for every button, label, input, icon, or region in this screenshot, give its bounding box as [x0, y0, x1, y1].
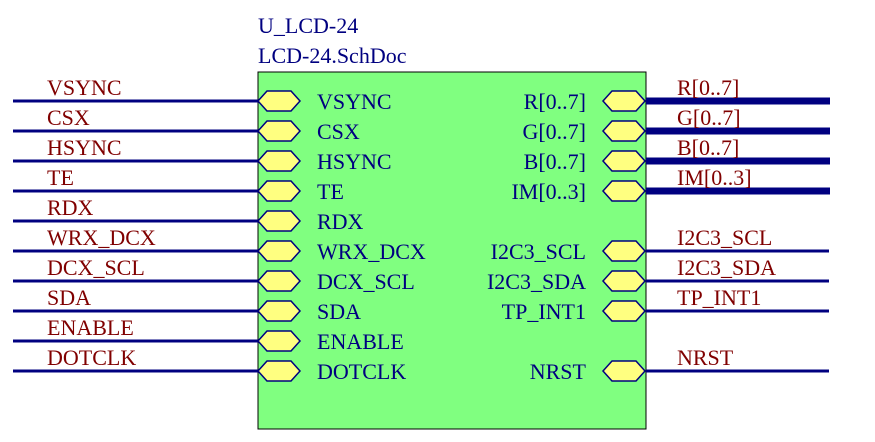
left-pin-label: HSYNC	[317, 149, 392, 174]
left-pin-label: WRX_DCX	[317, 239, 426, 264]
left-pin-port[interactable]	[256, 240, 302, 262]
left-net-label: SDA	[47, 285, 91, 310]
right-net-label: I2C3_SCL	[677, 225, 772, 250]
left-pin-label: RDX	[317, 209, 364, 234]
right-net-label: G[0..7]	[677, 105, 741, 130]
left-net-label: HSYNC	[47, 135, 122, 160]
left-pin-row: RDX RDX	[13, 195, 364, 234]
left-pin-port[interactable]	[256, 300, 302, 322]
left-pin-group: VSYNCVSYNCCSXCSXHSYNCHSYNCTETERDXRDXWRX_…	[13, 75, 426, 384]
left-pin-label: TE	[317, 179, 344, 204]
left-pin-label: ENABLE	[317, 329, 404, 354]
left-net-label: DCX_SCL	[47, 255, 145, 280]
left-pin-row: CSX CSX	[13, 105, 360, 144]
right-pin-label: IM[0..3]	[511, 179, 586, 204]
right-pin-port[interactable]	[601, 90, 647, 112]
left-pin-row: TE TE	[13, 165, 344, 204]
left-net-label: ENABLE	[47, 315, 134, 340]
left-net-label: VSYNC	[47, 75, 122, 100]
right-pin-port[interactable]	[601, 360, 647, 382]
right-pin-label: I2C3_SDA	[487, 269, 586, 294]
left-pin-row: DOTCLK DOTCLK	[13, 345, 406, 384]
left-pin-label: VSYNC	[317, 89, 392, 114]
left-pin-row: ENABLE ENABLE	[13, 315, 404, 354]
left-pin-port[interactable]	[256, 360, 302, 382]
right-pin-row: IM[0..3] IM[0..3]	[511, 165, 830, 204]
left-pin-port[interactable]	[256, 270, 302, 292]
left-pin-port[interactable]	[256, 150, 302, 172]
right-pin-port[interactable]	[601, 270, 647, 292]
right-pin-port[interactable]	[601, 300, 647, 322]
right-pin-port[interactable]	[601, 150, 647, 172]
right-pin-port[interactable]	[601, 180, 647, 202]
right-net-label: NRST	[677, 345, 734, 370]
left-pin-row: VSYNC VSYNC	[13, 75, 392, 114]
right-net-label: R[0..7]	[677, 75, 739, 100]
left-pin-label: SDA	[317, 299, 361, 324]
right-pin-label: R[0..7]	[524, 89, 586, 114]
left-pin-port[interactable]	[256, 120, 302, 142]
left-pin-row: SDA SDA	[13, 285, 361, 324]
left-pin-row: HSYNC HSYNC	[13, 135, 392, 174]
right-pin-row: B[0..7] B[0..7]	[524, 135, 830, 174]
right-net-label: IM[0..3]	[677, 165, 752, 190]
right-net-label: B[0..7]	[677, 135, 739, 160]
left-pin-label: CSX	[317, 119, 360, 144]
left-net-label: WRX_DCX	[47, 225, 156, 250]
left-net-label: DOTCLK	[47, 345, 136, 370]
right-pin-port[interactable]	[601, 120, 647, 142]
component-designator: U_LCD-24	[258, 13, 358, 38]
right-pin-row: R[0..7] R[0..7]	[524, 75, 830, 114]
right-pin-label: NRST	[530, 359, 587, 384]
left-pin-port[interactable]	[256, 180, 302, 202]
left-pin-port[interactable]	[256, 330, 302, 352]
component-source-file: LCD-24.SchDoc	[258, 43, 407, 68]
component-body[interactable]	[257, 71, 647, 430]
right-pin-group: R[0..7]R[0..7]G[0..7]G[0..7]B[0..7]B[0..…	[487, 75, 830, 384]
right-pin-label: B[0..7]	[524, 149, 586, 174]
right-pin-label: G[0..7]	[522, 119, 586, 144]
left-pin-port[interactable]	[256, 90, 302, 112]
left-pin-label: DOTCLK	[317, 359, 406, 384]
left-pin-row: WRX_DCX WRX_DCX	[13, 225, 426, 264]
right-pin-row: I2C3_SDA I2C3_SDA	[487, 255, 829, 294]
left-net-label: TE	[47, 165, 74, 190]
right-pin-row: NRST NRST	[530, 345, 829, 384]
right-pin-label: TP_INT1	[502, 299, 586, 324]
left-net-label: RDX	[47, 195, 94, 220]
left-pin-label: DCX_SCL	[317, 269, 415, 294]
left-pin-row: DCX_SCL DCX_SCL	[13, 255, 415, 294]
right-pin-row: G[0..7] G[0..7]	[522, 105, 830, 144]
right-pin-port[interactable]	[601, 240, 647, 262]
left-pin-port[interactable]	[256, 210, 302, 232]
right-pin-label: I2C3_SCL	[491, 239, 586, 264]
left-net-label: CSX	[47, 105, 90, 130]
right-net-label: TP_INT1	[677, 285, 761, 310]
right-net-label: I2C3_SDA	[677, 255, 776, 280]
right-pin-row: I2C3_SCL I2C3_SCL	[491, 225, 829, 264]
